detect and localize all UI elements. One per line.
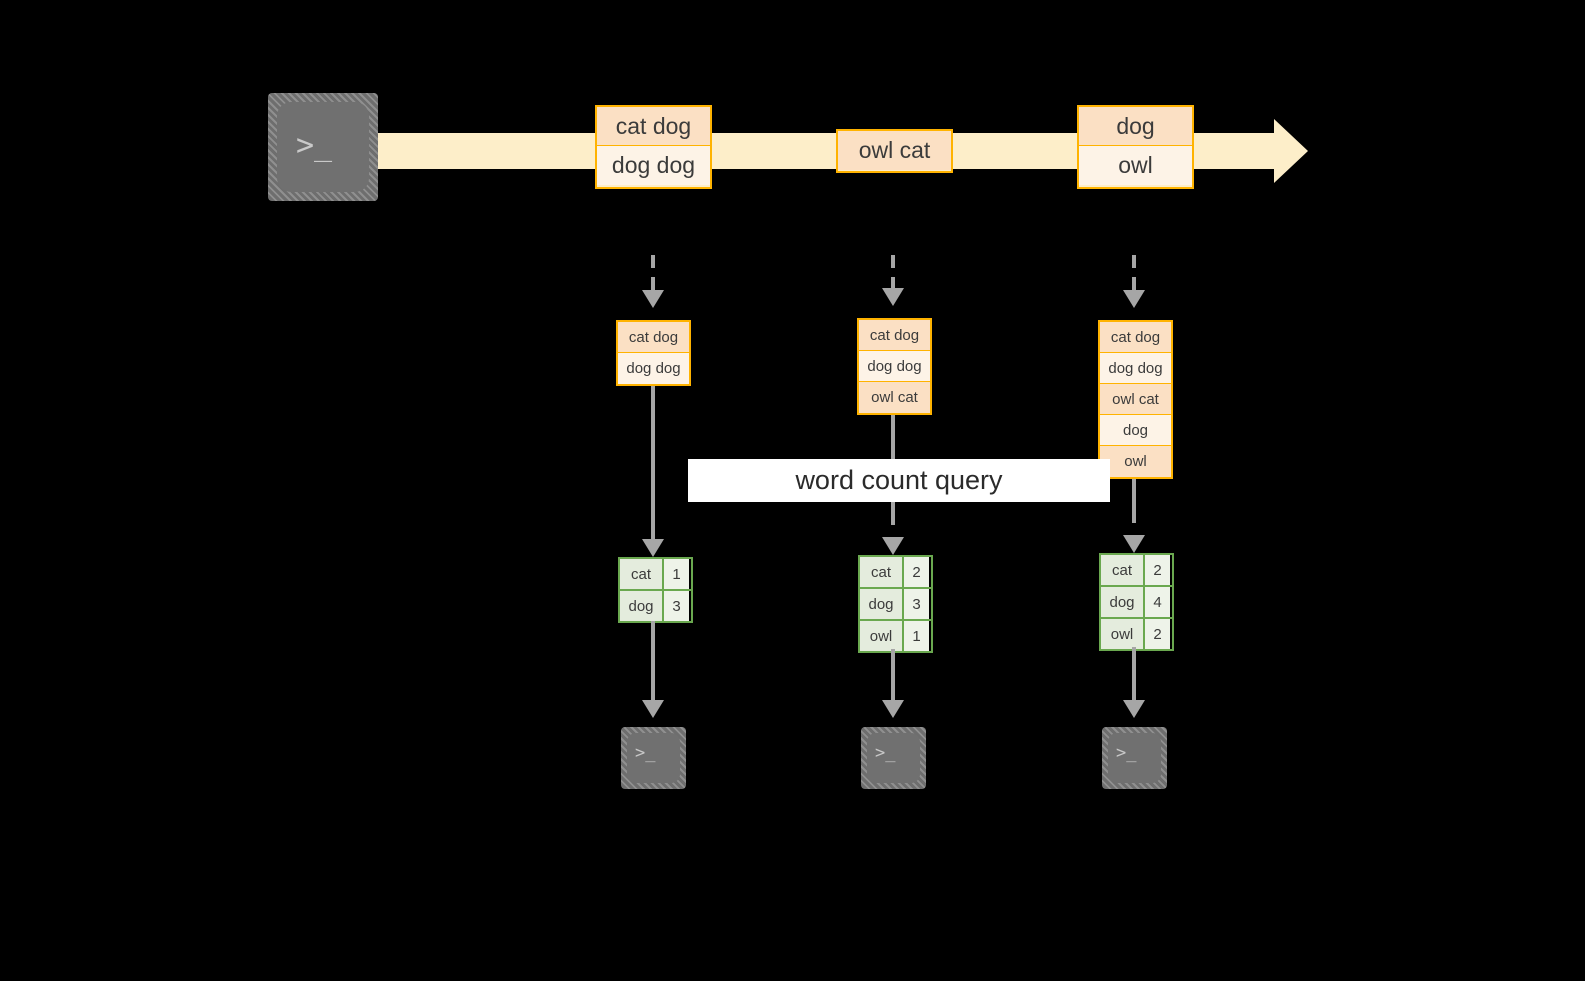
result-count: 3	[664, 591, 689, 621]
snapshot-3-result-table[interactable]: cat 2 dog 4 owl 2	[1099, 553, 1174, 651]
stream-line: cat dog	[597, 107, 710, 146]
snapshot-3-to-sink-connector	[1132, 647, 1136, 703]
result-word: cat	[860, 557, 904, 587]
result-word: dog	[1101, 587, 1145, 617]
result-count: 1	[664, 559, 689, 589]
table-row: dog 4	[1101, 587, 1172, 619]
input-stream-arrowhead	[1274, 119, 1308, 183]
snapshot-line: cat dog	[618, 322, 689, 353]
stream-line: owl	[1079, 146, 1192, 185]
snapshot-line: cat dog	[859, 320, 930, 351]
stream-batch-2[interactable]: owl cat	[836, 129, 953, 173]
stream-to-snapshot-connector	[891, 255, 895, 291]
snapshot-3-to-result-arrowhead	[1123, 535, 1145, 553]
table-row: cat 1	[620, 559, 691, 591]
snapshot-1-result-table[interactable]: cat 1 dog 3	[618, 557, 693, 623]
snapshot-line: dog dog	[1100, 353, 1171, 384]
terminal-prompt-icon: >_	[635, 743, 656, 763]
snapshot-line: owl cat	[1100, 384, 1171, 415]
result-word: owl	[860, 621, 904, 651]
snapshot-3-to-result-connector	[1132, 479, 1136, 523]
stream-to-snapshot-arrowhead	[1123, 290, 1145, 308]
stream-line: dog	[1079, 107, 1192, 146]
snapshot-2-to-sink-arrowhead	[882, 700, 904, 718]
snapshot-line: dog dog	[618, 353, 689, 384]
result-count: 4	[1145, 587, 1170, 617]
snapshot-line: owl cat	[859, 382, 930, 413]
terminal-body	[627, 733, 680, 783]
table-row: dog 3	[860, 589, 931, 621]
result-count: 2	[1145, 555, 1170, 585]
stream-to-snapshot-connector	[1132, 255, 1136, 293]
snapshot-1-sink-terminal[interactable]: >_	[621, 727, 686, 789]
snapshot-3-accumulated-box[interactable]: cat dog dog dog owl cat dog owl	[1098, 320, 1173, 479]
table-row: cat 2	[1101, 555, 1172, 587]
query-label: word count query	[688, 459, 1110, 502]
snapshot-2-to-result-arrowhead	[882, 537, 904, 555]
result-count: 2	[904, 557, 929, 587]
result-word: cat	[1101, 555, 1145, 585]
table-row: owl 1	[860, 621, 931, 651]
stream-to-snapshot-connector	[651, 255, 655, 293]
terminal-prompt-icon: >_	[296, 128, 333, 163]
snapshot-1-to-result-connector	[651, 386, 655, 542]
result-word: cat	[620, 559, 664, 589]
snapshot-1-to-result-arrowhead	[642, 539, 664, 557]
snapshot-3-to-sink-arrowhead	[1123, 700, 1145, 718]
snapshot-line: cat dog	[1100, 322, 1171, 353]
snapshot-line: dog	[1100, 415, 1171, 446]
snapshot-2-to-sink-connector	[891, 649, 895, 703]
result-word: dog	[860, 589, 904, 619]
snapshot-1-to-sink-connector	[651, 621, 655, 703]
terminal-prompt-icon: >_	[875, 743, 896, 763]
stream-batch-3[interactable]: dog owl	[1077, 105, 1194, 189]
result-word: owl	[1101, 619, 1145, 649]
snapshot-2-sink-terminal[interactable]: >_	[861, 727, 926, 789]
stream-to-snapshot-arrowhead	[642, 290, 664, 308]
result-count: 3	[904, 589, 929, 619]
snapshot-1-to-sink-arrowhead	[642, 700, 664, 718]
snapshot-line: owl	[1100, 446, 1171, 477]
table-row: owl 2	[1101, 619, 1172, 649]
snapshot-3-sink-terminal[interactable]: >_	[1102, 727, 1167, 789]
source-terminal[interactable]: >_	[268, 93, 378, 201]
stream-batch-1[interactable]: cat dog dog dog	[595, 105, 712, 189]
result-count: 2	[1145, 619, 1170, 649]
result-count: 1	[904, 621, 929, 651]
snapshot-2-accumulated-box[interactable]: cat dog dog dog owl cat	[857, 318, 932, 415]
terminal-body	[867, 733, 920, 783]
terminal-prompt-icon: >_	[1116, 743, 1137, 763]
snapshot-2-result-table[interactable]: cat 2 dog 3 owl 1	[858, 555, 933, 653]
result-word: dog	[620, 591, 664, 621]
snapshot-line: dog dog	[859, 351, 930, 382]
table-row: cat 2	[860, 557, 931, 589]
terminal-body	[1108, 733, 1161, 783]
snapshot-1-accumulated-box[interactable]: cat dog dog dog	[616, 320, 691, 386]
stream-to-snapshot-arrowhead	[882, 288, 904, 306]
table-row: dog 3	[620, 591, 691, 621]
terminal-body	[277, 102, 369, 192]
stream-line: owl cat	[838, 131, 951, 170]
stream-line: dog dog	[597, 146, 710, 185]
